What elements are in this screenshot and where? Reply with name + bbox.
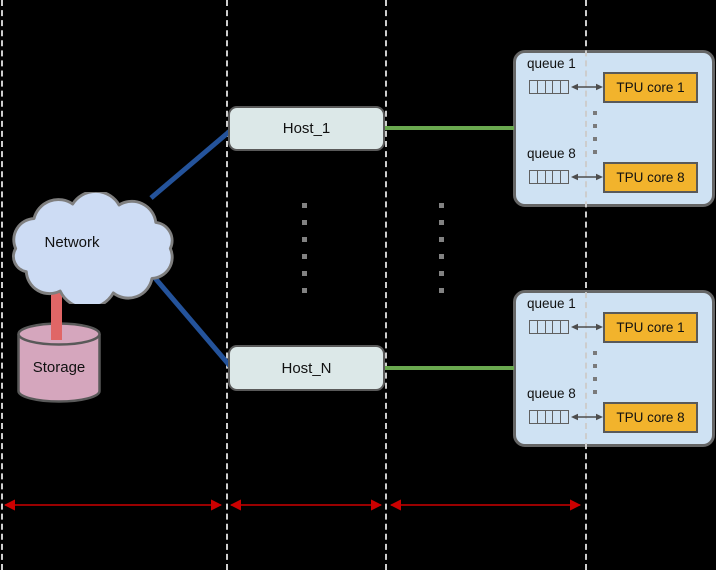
network-cloud xyxy=(12,192,174,304)
tpu-core-8-box: TPU core 8 xyxy=(603,402,698,433)
queue-8-label: queue 8 xyxy=(527,146,576,161)
queue-1-label: queue 1 xyxy=(527,296,576,311)
links-ellipsis-dots xyxy=(439,203,444,305)
host1-tpu-link xyxy=(384,126,514,130)
tpu-panel-host1-content: queue 1 TPU core 1 queue 8 TPU core 8 xyxy=(513,50,715,207)
queue-tpu-double-arrow-icon xyxy=(571,323,603,331)
queue-8-icon xyxy=(529,170,569,184)
section-divider-4 xyxy=(585,0,587,570)
queue-tpu-double-arrow-icon xyxy=(571,173,603,181)
network-label: Network xyxy=(44,234,100,251)
section-divider-3 xyxy=(385,0,387,570)
queue-8-icon xyxy=(529,410,569,424)
tpu-panel-hostN-content: queue 1 TPU core 1 queue 8 TPU core 8 xyxy=(513,290,715,447)
section-divider-2 xyxy=(226,0,228,570)
dimension-lines xyxy=(3,499,582,511)
queue-8-label: queue 8 xyxy=(527,386,576,401)
host-1-box: Host_1 xyxy=(228,106,385,151)
queue-1-label: queue 1 xyxy=(527,56,576,71)
queue-1-icon xyxy=(529,320,569,334)
tpu-core-8-box: TPU core 8 xyxy=(603,162,698,193)
hostN-tpu-link xyxy=(384,366,514,370)
tpu-core-1-box: TPU core 1 xyxy=(603,72,698,103)
queue-tpu-double-arrow-icon xyxy=(571,83,603,91)
queue-ellipsis-dots xyxy=(593,111,597,163)
tpu-core-1-box: TPU core 1 xyxy=(603,312,698,343)
network-storage-link xyxy=(51,287,62,340)
section-divider-1 xyxy=(1,0,3,570)
queue-1-icon xyxy=(529,80,569,94)
hosts-ellipsis-dots xyxy=(302,203,307,305)
storage-label: Storage xyxy=(32,359,86,376)
queue-ellipsis-dots xyxy=(593,351,597,403)
queue-tpu-double-arrow-icon xyxy=(571,413,603,421)
host-n-box: Host_N xyxy=(228,345,385,391)
storage-cylinder xyxy=(17,322,101,403)
